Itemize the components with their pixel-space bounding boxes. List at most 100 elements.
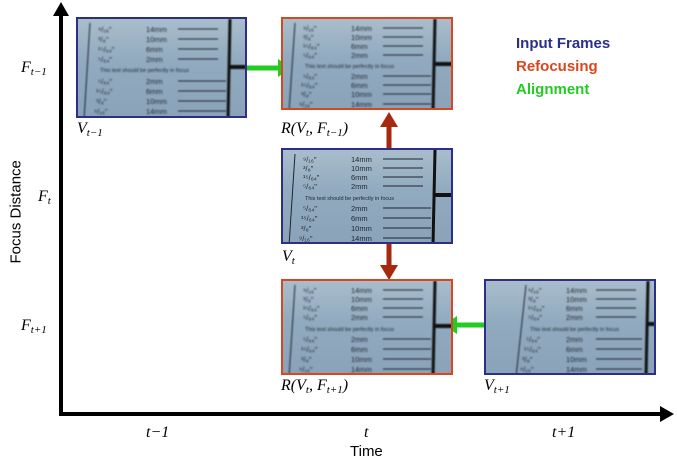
legend-alignment: Alignment xyxy=(516,81,590,98)
svg-text:⁵/₆₄": ⁵/₆₄" xyxy=(526,335,540,344)
svg-text:⁹/₁₆": ⁹/₁₆" xyxy=(303,286,317,295)
svg-text:10mm: 10mm xyxy=(146,97,167,106)
svg-text:10mm: 10mm xyxy=(566,355,587,364)
svg-text:³/₈": ³/₈" xyxy=(528,295,539,304)
svg-text:⁹/₁₆": ⁹/₁₆" xyxy=(520,365,534,374)
label-r-f-t-minus-1: R(Vt, Ft−1) xyxy=(281,120,349,139)
svg-text:6mm: 6mm xyxy=(351,173,368,182)
svg-text:14mm: 14mm xyxy=(146,107,167,116)
svg-text:³/₈": ³/₈" xyxy=(301,90,312,99)
svg-text:6mm: 6mm xyxy=(351,304,368,313)
y-tick-f-t-minus-1: Ft−1 xyxy=(21,59,47,78)
svg-text:⁹/₁₆": ⁹/₁₆" xyxy=(299,234,313,243)
svg-text:This text should be perfectly: This text should be perfectly in focus xyxy=(100,68,189,74)
svg-text:¹⁵/₆₄": ¹⁵/₆₄" xyxy=(301,214,318,223)
svg-text:2mm: 2mm xyxy=(351,51,368,60)
svg-text:³/₈": ³/₈" xyxy=(522,355,533,364)
svg-text:¹⁵/₆₄": ¹⁵/₆₄" xyxy=(98,45,115,54)
svg-text:⁹/₁₆": ⁹/₁₆" xyxy=(528,286,542,295)
svg-text:³/₈": ³/₈" xyxy=(301,224,312,233)
ruler-image: ⁹/₁₆" 14mm ³/₈" 10mm ¹⁵/₆₄" 6mm ⁵/₆₄" 2mm Th… xyxy=(78,19,245,116)
y-axis-title: Focus Distance xyxy=(7,160,25,264)
svg-text:2mm: 2mm xyxy=(566,335,583,344)
svg-text:2mm: 2mm xyxy=(351,182,368,191)
ruler-image: ⁹/₁₆" 14mm ³/₈" 10mm ¹⁵/₆₄" 6mm ⁵/₆₄" 2mm Th… xyxy=(283,19,451,108)
svg-text:10mm: 10mm xyxy=(351,224,372,233)
svg-text:2mm: 2mm xyxy=(351,313,368,322)
svg-text:14mm: 14mm xyxy=(351,100,372,109)
svg-text:2mm: 2mm xyxy=(566,313,583,322)
svg-text:2mm: 2mm xyxy=(351,335,368,344)
svg-text:⁹/₁₆": ⁹/₁₆" xyxy=(94,107,108,116)
x-axis-title: Time xyxy=(350,443,383,460)
ruler-image: ⁹/₁₆"14mm ³/₈"10mm ¹⁵/₆₄"6mm ⁵/₆₄"2mm Th… xyxy=(283,281,451,373)
svg-text:⁹/₁₆": ⁹/₁₆" xyxy=(299,100,313,109)
svg-text:6mm: 6mm xyxy=(566,304,583,313)
frame-refocused-f-t-plus-1: ⁹/₁₆"14mm ³/₈"10mm ¹⁵/₆₄"6mm ⁵/₆₄"2mm Th… xyxy=(281,279,453,375)
svg-text:³/₈": ³/₈" xyxy=(98,35,109,44)
svg-text:⁵/₆₄": ⁵/₆₄" xyxy=(303,335,317,344)
svg-text:14mm: 14mm xyxy=(566,365,587,374)
svg-text:⁵/₆₄": ⁵/₆₄" xyxy=(303,204,317,213)
svg-text:¹⁵/₆₄": ¹⁵/₆₄" xyxy=(303,304,320,313)
svg-text:This text should be perfectly: This text should be perfectly in focus xyxy=(530,327,619,333)
svg-text:14mm: 14mm xyxy=(351,365,372,374)
frame-v-t-minus-1: ⁹/₁₆" 14mm ³/₈" 10mm ¹⁵/₆₄" 6mm ⁵/₆₄" 2mm Th… xyxy=(76,17,247,118)
legend-input-frames: Input Frames xyxy=(516,35,611,52)
svg-text:³/₈": ³/₈" xyxy=(301,355,312,364)
svg-text:10mm: 10mm xyxy=(351,355,372,364)
svg-text:14mm: 14mm xyxy=(351,286,372,295)
svg-text:6mm: 6mm xyxy=(351,345,368,354)
svg-text:10mm: 10mm xyxy=(146,35,167,44)
svg-text:10mm: 10mm xyxy=(351,295,372,304)
svg-text:This text should be perfectly: This text should be perfectly in focus xyxy=(305,64,394,70)
frame-v-t-plus-1: ⁹/₁₆" 14mm ³/₈" 10mm ¹⁵/₆₄" 6mm ⁵/₆₄" 2mm Th… xyxy=(484,279,656,375)
y-tick-f-t-plus-1: Ft+1 xyxy=(21,317,47,336)
svg-text:6mm: 6mm xyxy=(566,345,583,354)
svg-text:¹⁵/₆₄": ¹⁵/₆₄" xyxy=(528,304,545,313)
svg-text:⁵/₆₄": ⁵/₆₄" xyxy=(528,313,542,322)
svg-text:14mm: 14mm xyxy=(566,286,587,295)
svg-text:³/₈": ³/₈" xyxy=(303,33,314,42)
frame-refocused-f-t-minus-1: ⁹/₁₆" 14mm ³/₈" 10mm ¹⁵/₆₄" 6mm ⁵/₆₄" 2mm Th… xyxy=(281,17,453,110)
svg-text:6mm: 6mm xyxy=(351,214,368,223)
x-tick-t-minus-1: t−1 xyxy=(146,424,170,441)
label-v-t-plus-1: Vt+1 xyxy=(484,377,510,396)
svg-text:14mm: 14mm xyxy=(146,25,167,34)
svg-text:¹⁵/₆₄": ¹⁵/₆₄" xyxy=(303,42,320,51)
svg-text:2mm: 2mm xyxy=(351,204,368,213)
svg-text:6mm: 6mm xyxy=(351,42,368,51)
svg-text:⁵/₆₄": ⁵/₆₄" xyxy=(303,72,317,81)
svg-text:2mm: 2mm xyxy=(146,55,163,64)
legend-refocusing: Refocusing xyxy=(516,58,598,75)
svg-text:⁵/₆₄": ⁵/₆₄" xyxy=(98,77,112,86)
svg-text:⁹/₁₆": ⁹/₁₆" xyxy=(299,365,313,374)
label-v-t-minus-1: Vt−1 xyxy=(77,120,103,139)
svg-text:2mm: 2mm xyxy=(146,77,163,86)
svg-text:10mm: 10mm xyxy=(351,90,372,99)
y-tick-f-t: Ft xyxy=(38,188,51,207)
svg-text:¹⁵/₆₄": ¹⁵/₆₄" xyxy=(303,173,320,182)
svg-text:⁵/₆₄": ⁵/₆₄" xyxy=(98,55,112,64)
svg-text:14mm: 14mm xyxy=(351,24,372,33)
label-v-t: Vt xyxy=(282,248,295,267)
svg-text:6mm: 6mm xyxy=(146,45,163,54)
svg-text:³/₈": ³/₈" xyxy=(303,164,314,173)
frame-v-t: ⁹/₁₆"14mm ³/₈"10mm ¹⁵/₆₄"6mm ⁵/₆₄"2mm Th… xyxy=(281,148,453,244)
svg-text:⁵/₆₄": ⁵/₆₄" xyxy=(303,182,317,191)
label-r-f-t-plus-1: R(Vt, Ft+1) xyxy=(281,377,349,396)
svg-text:⁹/₁₆": ⁹/₁₆" xyxy=(98,25,112,34)
svg-text:¹⁵/₆₄": ¹⁵/₆₄" xyxy=(96,87,113,96)
svg-text:6mm: 6mm xyxy=(146,87,163,96)
svg-text:⁵/₆₄": ⁵/₆₄" xyxy=(303,313,317,322)
ruler-image: ⁹/₁₆" 14mm ³/₈" 10mm ¹⁵/₆₄" 6mm ⁵/₆₄" 2mm Th… xyxy=(486,281,654,373)
svg-text:¹⁵/₆₄": ¹⁵/₆₄" xyxy=(524,345,541,354)
svg-text:¹⁵/₆₄": ¹⁵/₆₄" xyxy=(301,81,318,90)
svg-text:¹⁵/₆₄": ¹⁵/₆₄" xyxy=(301,345,318,354)
svg-text:2mm: 2mm xyxy=(351,72,368,81)
svg-text:14mm: 14mm xyxy=(351,234,372,243)
refocus-arrowhead-up xyxy=(380,112,398,127)
svg-text:⁹/₁₆": ⁹/₁₆" xyxy=(303,24,317,33)
x-axis-arrowhead xyxy=(660,406,674,422)
